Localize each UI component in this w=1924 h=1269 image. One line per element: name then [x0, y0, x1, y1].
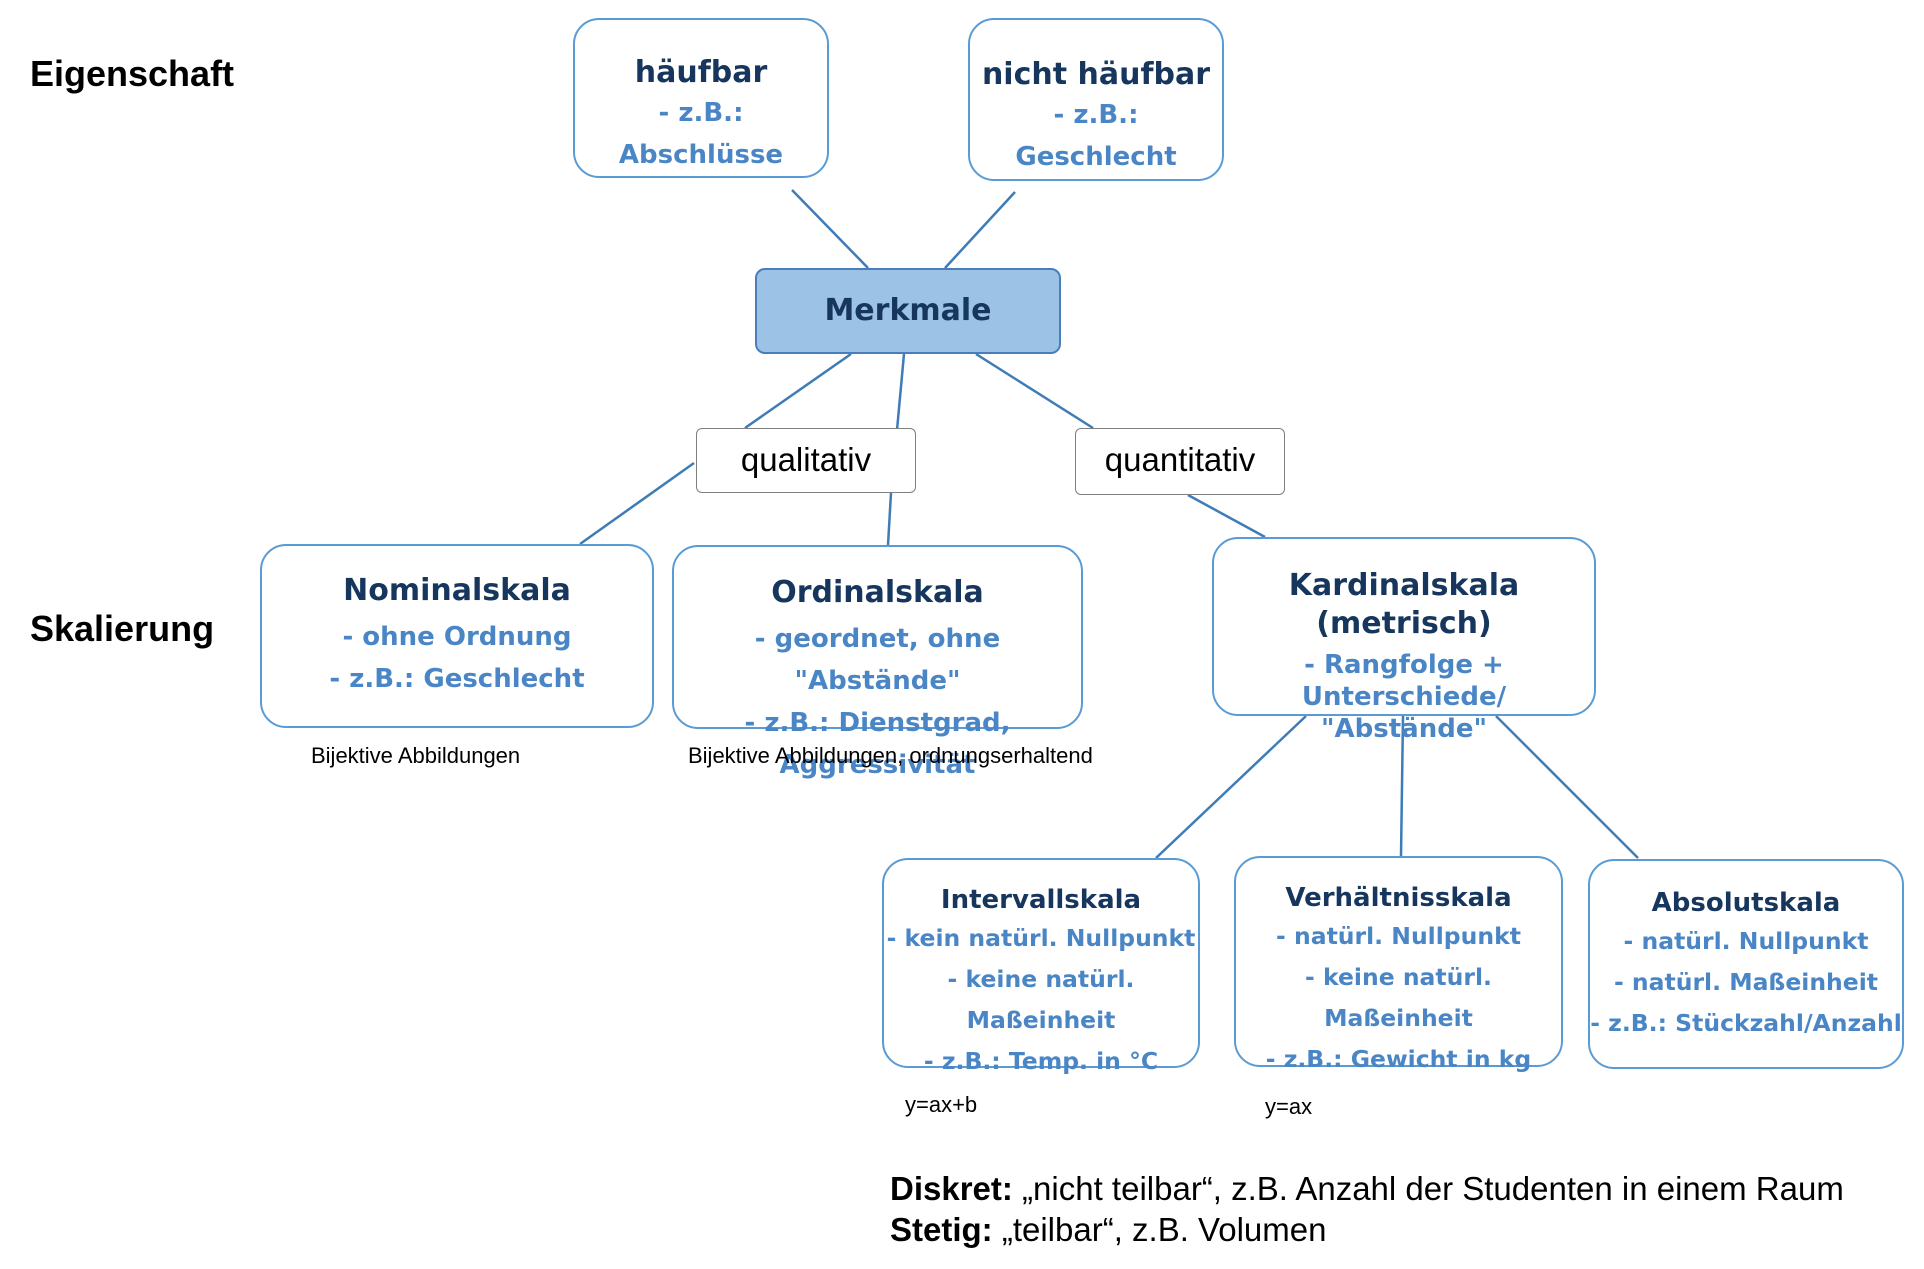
diskret-text: „nicht teilbar“, z.B. Anzahl der Student… — [1012, 1170, 1844, 1207]
nominalskala-title: Nominalskala — [343, 573, 571, 608]
verhaeltnisskala-box: Verhältnisskala - natürl. Nullpunkt - ke… — [1234, 856, 1563, 1073]
intervallskala-line-1: - kein natürl. Nullpunkt — [886, 924, 1196, 952]
nicht-haeufbar-example: - z.B.: Geschlecht — [1015, 100, 1177, 172]
absolutskala-line-1: - natürl. Nullpunkt — [1623, 927, 1869, 955]
absolutskala-box: Absolutskala - natürl. Nullpunkt - natür… — [1588, 859, 1904, 1069]
nominalskala-line-1: - ohne Ordnung — [342, 622, 572, 652]
ordinalskala-line-2: - z.B.: Dienstgrad, Aggressivität — [744, 708, 1011, 780]
connector-nicht-haeufbar-merkmale — [944, 191, 1016, 269]
connector-quantitativ-kardinal — [1187, 493, 1266, 539]
merkmale-root-box: Merkmale — [755, 268, 1061, 354]
nominalskala-line-2: - z.B.: Geschlecht — [329, 664, 585, 694]
stetig-definition: Stetig: „teilbar“, z.B. Volumen — [890, 1211, 1326, 1249]
ordinalskala-line-1: - geordnet, ohne "Abstände" — [754, 624, 1001, 696]
intervallskala-line-2: - keine natürl. Maßeinheit — [947, 965, 1135, 1034]
intervallskala-line-3: - z.B.: Temp. in °C — [923, 1047, 1159, 1075]
quantitativ-box: quantitativ — [1075, 428, 1285, 495]
connector-merkmale-qualitativ — [744, 352, 852, 430]
ordinalskala-title: Ordinalskala — [771, 575, 984, 610]
kardinalskala-line-2: "Abstände" — [1320, 714, 1488, 744]
connector-merkmale-quantitativ — [975, 352, 1094, 430]
kardinalskala-line-1: - Rangfolge + Unterschiede/ — [1301, 650, 1507, 712]
connector-merkmale-ordinal — [895, 353, 906, 431]
nominal-caption: Bijektive Abbildungen — [311, 743, 521, 768]
qualitativ-box: qualitativ — [696, 428, 916, 493]
intervallskala-title: Intervallskala — [940, 885, 1142, 915]
absolutskala-line-3: - z.B.: Stückzahl/Anzahl — [1590, 1009, 1902, 1037]
kardinalskala-box: Kardinalskala (metrisch) - Rangfolge + U… — [1212, 537, 1596, 744]
haeufbar-box: häufbar - z.B.: Abschlüsse — [573, 18, 829, 178]
connector-kardinal-absolut — [1495, 715, 1639, 859]
haeufbar-title: häufbar — [634, 55, 768, 90]
nicht-haeufbar-title: nicht häufbar — [981, 57, 1211, 92]
skalierung-label: Skalierung — [30, 608, 215, 649]
stetig-term: Stetig: — [890, 1211, 993, 1248]
nominalskala-box: Nominalskala - ohne Ordnung - z.B.: Gesc… — [260, 544, 654, 728]
verhaeltnis-caption: y=ax — [1265, 1094, 1313, 1119]
connector-qualitativ-ordinal — [886, 492, 893, 546]
connector-kardinal-verhaeltnis — [1399, 715, 1405, 857]
kardinalskala-title: Kardinalskala (metrisch) — [1288, 568, 1520, 641]
diskret-definition: Diskret: „nicht teilbar“, z.B. Anzahl de… — [890, 1170, 1844, 1208]
connector-haeufbar-merkmale — [791, 189, 869, 269]
verhaeltnisskala-line-1: - natürl. Nullpunkt — [1276, 922, 1521, 950]
eigenschaft-label: Eigenschaft — [30, 53, 235, 94]
absolutskala-line-2: - natürl. Maßeinheit — [1613, 968, 1879, 996]
diskret-term: Diskret: — [890, 1170, 1013, 1207]
ordinal-caption: Bijektive Abbildungen, ordnungserhaltend — [688, 743, 1093, 768]
verhaeltnisskala-line-2: - keine natürl. Maßeinheit — [1305, 963, 1492, 1032]
ordinalskala-box: Ordinalskala - geordnet, ohne "Abstände"… — [672, 545, 1083, 780]
haeufbar-example: - z.B.: Abschlüsse — [618, 98, 784, 170]
connector-qualitativ-nominal — [579, 461, 695, 546]
absolutskala-title: Absolutskala — [1651, 888, 1841, 918]
intervallskala-box: Intervallskala - kein natürl. Nullpunkt … — [882, 858, 1200, 1075]
connector-kardinal-intervall — [1155, 715, 1307, 859]
verhaeltnisskala-line-3: - z.B.: Gewicht in kg — [1265, 1045, 1532, 1073]
stetig-text: „teilbar“, z.B. Volumen — [992, 1211, 1327, 1248]
intervall-caption: y=ax+b — [905, 1092, 978, 1117]
verhaeltnisskala-title: Verhältnisskala — [1285, 883, 1512, 913]
nicht-haeufbar-box: nicht häufbar - z.B.: Geschlecht — [968, 18, 1224, 181]
